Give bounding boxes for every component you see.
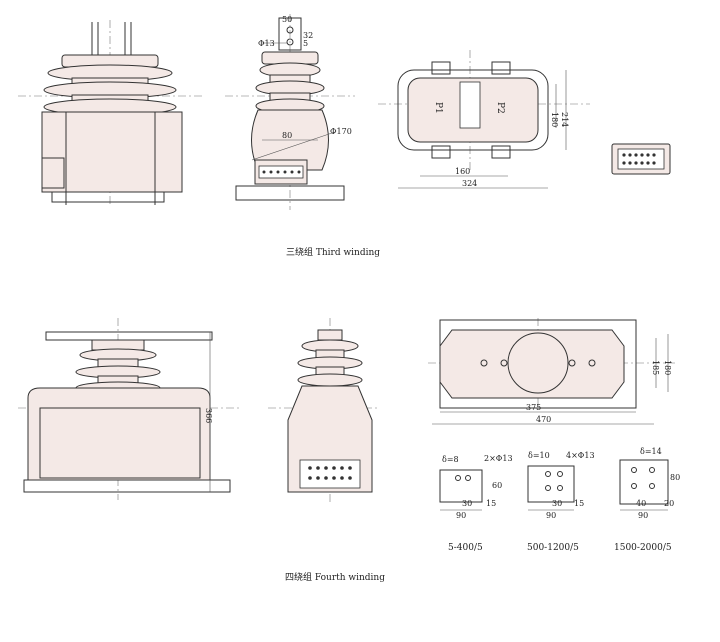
plate-2: δ=10 4×Φ13 30 15 90 500-1200/5: [527, 451, 595, 553]
plate2-15: 15: [574, 499, 584, 508]
plate1-holes: 2×Φ13: [484, 454, 513, 463]
plate1-delta: δ=8: [442, 455, 459, 464]
plate1-15: 15: [486, 499, 496, 508]
plate2-30: 30: [552, 499, 562, 508]
plate2-holes: 4×Φ13: [566, 451, 595, 460]
plate1-60: 60: [492, 481, 502, 490]
plate3-90: 90: [638, 511, 648, 520]
dim-180: 180: [550, 112, 559, 127]
plate-3: δ=14 80 40 20 90 1500-2000/5: [614, 447, 680, 553]
third-top-view: P1 P2 160 324 180 214: [378, 50, 590, 189]
dim-5: 5: [303, 39, 308, 48]
third-side-view: Φ13 50 32 5 80 Φ170: [225, 14, 355, 210]
caption-fourth-winding: 四绕组 Fourth winding: [285, 571, 385, 583]
dim-phi170: Φ170: [330, 127, 352, 136]
plate-1: δ=8 2×Φ13 60 30 15 90 5-400/5: [439, 454, 513, 553]
plate3-20: 20: [664, 499, 674, 508]
plate3-delta: δ=14: [640, 447, 662, 456]
terminal-box-pins: [622, 153, 656, 165]
dim-50: 50: [282, 15, 292, 24]
fourth-side-terminals: [308, 466, 352, 480]
plate3-80: 80: [670, 473, 680, 482]
fourth-side-view: [268, 318, 380, 505]
third-terminal-box: [611, 143, 671, 175]
caption-third-winding: 三绕组 Third winding: [286, 246, 380, 258]
dim-324: 324: [462, 179, 477, 188]
plate1-30: 30: [462, 499, 472, 508]
dim-375: 375: [526, 403, 541, 412]
plate2-90: 90: [546, 511, 556, 520]
dim-180b: 180: [663, 360, 672, 375]
dim-160: 160: [455, 167, 470, 176]
plate1-90: 90: [456, 511, 466, 520]
p2-label: P2: [495, 102, 505, 114]
third-front-view: [18, 20, 205, 205]
dim-32: 32: [303, 31, 313, 40]
dim-80: 80: [282, 131, 292, 140]
dim-185: 185: [651, 360, 660, 375]
fourth-top-view: 375 470 185 180: [428, 318, 675, 425]
side-terminals: [262, 170, 301, 174]
plate3-ratio: 1500-2000/5: [614, 543, 672, 553]
dim-phi13: Φ13: [258, 39, 275, 48]
dim-214: 214: [560, 112, 569, 127]
p1-label: P1: [433, 102, 443, 114]
fourth-front-view: 366: [18, 318, 240, 500]
plate3-40: 40: [636, 499, 646, 508]
plate1-ratio: 5-400/5: [448, 543, 483, 553]
plate2-ratio: 500-1200/5: [527, 543, 579, 553]
dim-470: 470: [536, 415, 551, 424]
dim-366: 366: [204, 408, 213, 423]
plate2-delta: δ=10: [528, 451, 550, 460]
